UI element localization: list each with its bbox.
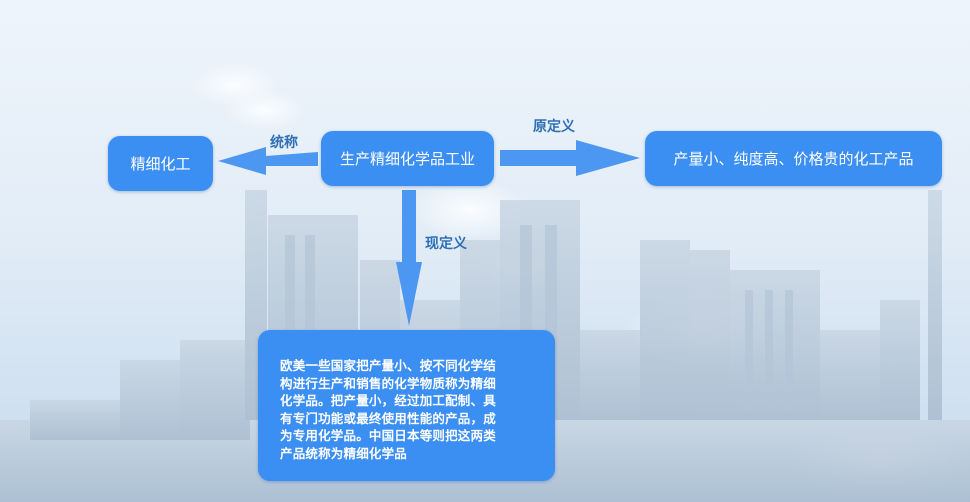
bottom-node-line-5: 为专用化学品。中国日本等则把这两类 [280,428,496,443]
arrow-to-left-node [218,147,318,175]
edge-label-down: 现定义 [425,236,467,252]
bottom-node-line-4: 有专门功能或最终使用性能的产品，成 [280,410,496,426]
bottom-node-line-3: 化学品。把产量小，经过加工配制、具 [280,393,496,408]
arrow-to-right-node [500,140,640,176]
right-node-box: 产量小、纯度高、价格贵的化工产品 [645,131,942,186]
bottom-node-text: 欧美一些国家把产量小、按不同化学结 构进行生产和销售的化学物质称为精细 化学品。… [280,357,496,462]
left-node-box: 精细化工 [108,136,213,191]
edge-label-left: 统称 [270,135,298,151]
arrow-to-bottom-node [396,190,422,326]
left-node-text: 精细化工 [130,155,191,173]
right-node-text: 产量小、纯度高、价格贵的化工产品 [673,150,914,168]
edge-label-right: 原定义 [533,119,575,135]
bottom-node-line-2: 构进行生产和销售的化学物质称为精细 [280,375,496,391]
source-node-box: 生产精细化学品工业 [321,131,494,186]
source-node-text: 生产精细化学品工业 [339,150,475,168]
bottom-node-line-1: 欧美一些国家把产量小、按不同化学结 [280,358,496,373]
bottom-node-line-6: 产品统称为精细化学品 [280,445,408,461]
bottom-node-box: 欧美一些国家把产量小、按不同化学结 构进行生产和销售的化学物质称为精细 化学品。… [258,330,555,481]
